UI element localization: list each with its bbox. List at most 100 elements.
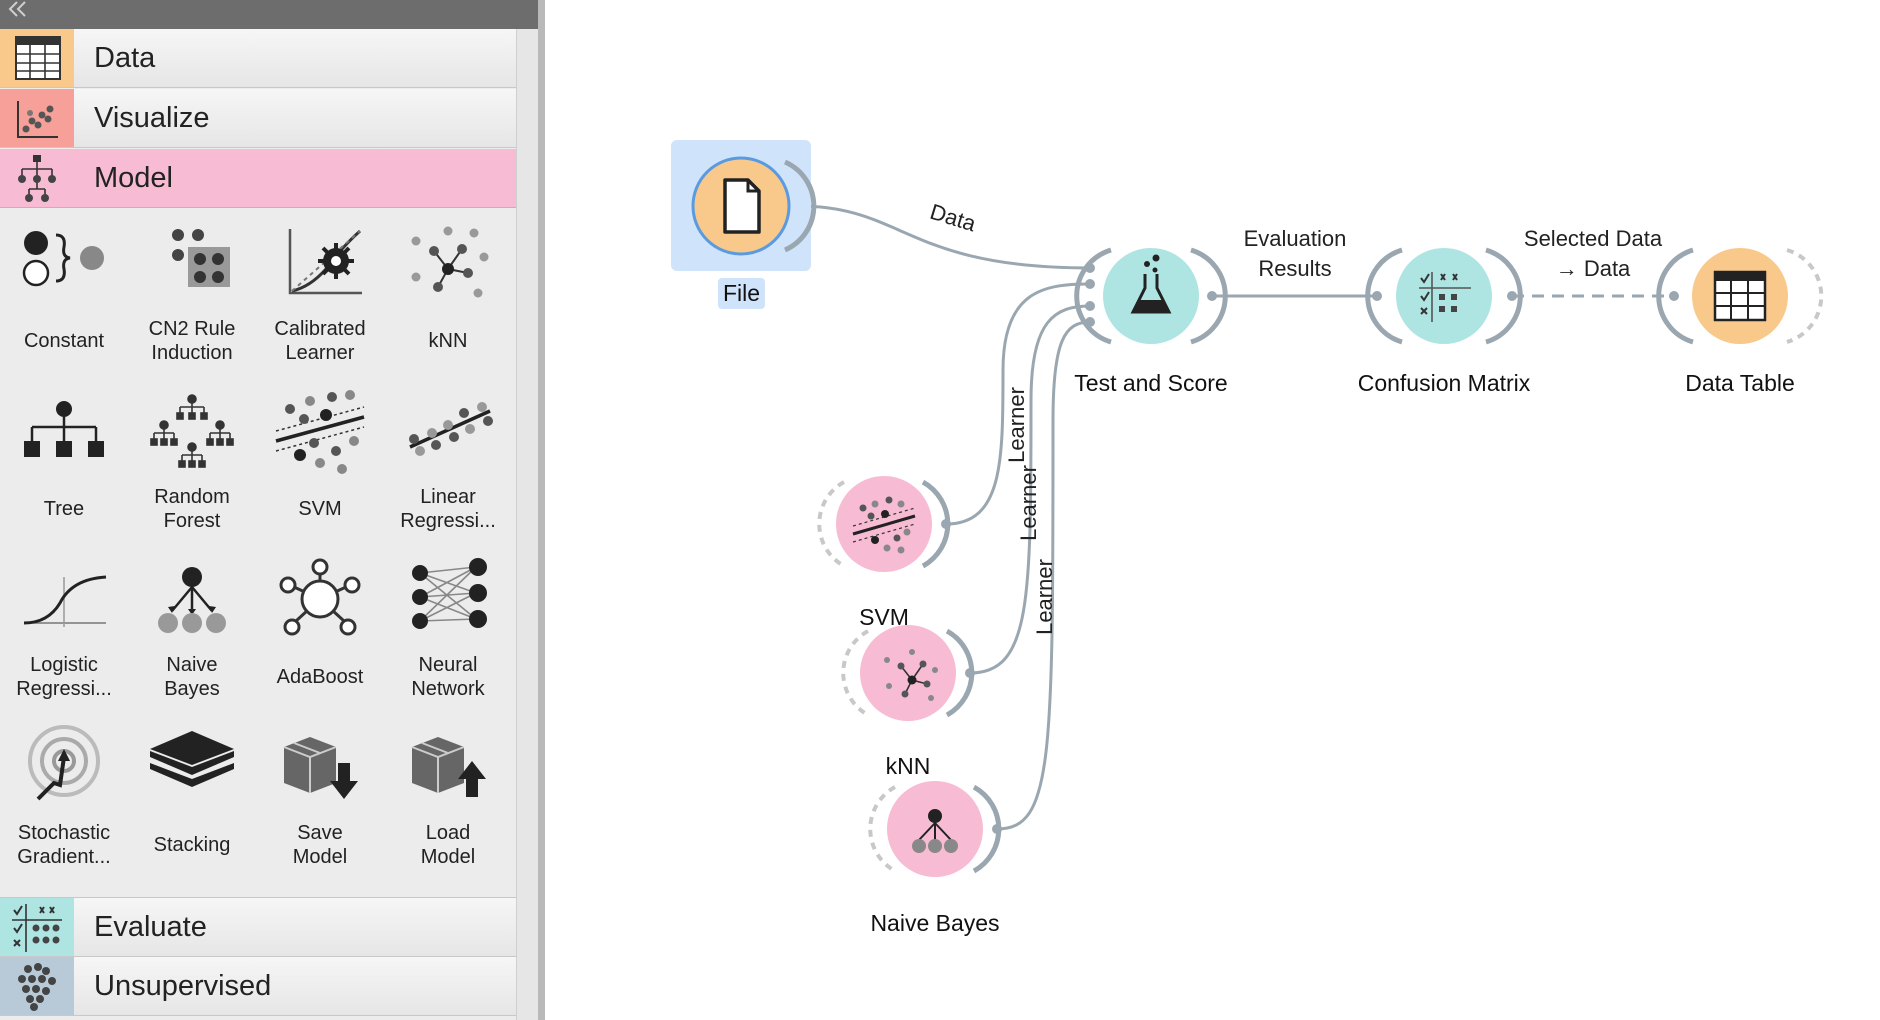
node-naive-bayes[interactable]	[868, 781, 1002, 877]
link-label-evaluation-results: Evaluation Results	[1225, 224, 1365, 284]
calibrated-learner-icon	[288, 229, 362, 295]
category-evaluate[interactable]: Evaluate	[0, 897, 516, 957]
node-label-confusion-matrix: Confusion Matrix	[1357, 370, 1531, 396]
category-label-evaluate: Evaluate	[94, 911, 207, 943]
naive-bayes-icon	[158, 567, 226, 633]
category-visualize[interactable]: Visualize	[0, 89, 516, 148]
node-file[interactable]	[671, 140, 817, 271]
load-model-icon	[411, 737, 486, 797]
node-confusion-matrix[interactable]	[1365, 247, 1523, 345]
linear-regression-icon	[409, 402, 493, 456]
evaluate-icon	[0, 898, 74, 956]
svm-icon	[852, 496, 916, 554]
node-label-svm: SVM	[859, 604, 909, 630]
save-model-icon	[283, 737, 358, 799]
model-tree-icon	[0, 149, 74, 207]
category-label-model: Model	[94, 162, 173, 194]
adaboost-icon	[279, 558, 361, 636]
node-label-knn: kNN	[885, 753, 931, 779]
file-icon	[723, 178, 761, 234]
node-label-data-table: Data Table	[1685, 370, 1795, 396]
tool-label: Stacking	[153, 834, 231, 856]
link-svm-test[interactable]	[945, 282, 1091, 526]
category-unsupervised[interactable]: Unsupervised	[0, 957, 516, 1016]
confusion-matrix-icon	[1419, 272, 1471, 322]
widget-toolbox: Data Visualize	[0, 0, 546, 1020]
tool-label: kNN	[428, 330, 468, 352]
workflow-canvas[interactable]: File Test and Score Confusion Matrix Dat…	[545, 0, 1880, 1020]
node-data-table[interactable]	[1656, 247, 1824, 345]
node-label-file: File	[718, 278, 766, 309]
knn-icon	[884, 649, 938, 701]
link-knn-test[interactable]	[969, 304, 1091, 675]
workflow-graph	[671, 140, 1824, 877]
link-label-selected-data: Selected Data → Data	[1513, 224, 1673, 284]
category-label-unsupervised: Unsupervised	[94, 970, 272, 1002]
link-label-learner-naive-bayes: Learner	[1032, 559, 1057, 635]
random-forest-icon	[150, 394, 234, 468]
link-label-line: Results	[1258, 256, 1332, 281]
category-label-data: Data	[94, 42, 156, 74]
svm-icon	[275, 390, 365, 474]
tool-constant[interactable]: Constant	[0, 209, 128, 377]
tool-adaboost[interactable]: AdaBoost	[256, 545, 384, 713]
node-knn[interactable]	[841, 625, 975, 721]
tool-knn[interactable]: kNN	[384, 209, 512, 377]
unsupervised-icon	[0, 957, 74, 1015]
table-icon	[0, 29, 74, 87]
link-label-line: → Data	[1555, 256, 1631, 281]
tool-label: AdaBoost	[276, 666, 364, 688]
scatter-icon	[0, 89, 74, 147]
sgd-icon	[28, 725, 100, 801]
knn-icon	[411, 226, 489, 298]
toolbox-body: Data Visualize	[0, 29, 516, 1020]
logistic-regression-icon	[23, 575, 107, 627]
tool-tree[interactable]: Tree	[0, 377, 128, 545]
category-label-visualize: Visualize	[94, 102, 210, 134]
stacking-icon	[150, 731, 234, 787]
category-model[interactable]: Model	[0, 149, 516, 208]
tool-stacking[interactable]: Stacking	[128, 713, 256, 881]
table-icon	[1713, 270, 1767, 322]
link-file-test[interactable]	[797, 204, 1091, 270]
node-test-and-score[interactable]	[1074, 247, 1228, 345]
splitter-handle[interactable]	[538, 0, 545, 1020]
tool-svm[interactable]: SVM	[256, 377, 384, 545]
flask-icon	[1130, 254, 1172, 314]
collapse-double-chevron-icon[interactable]	[5, 0, 31, 18]
tool-label: Constant	[23, 330, 105, 352]
category-data[interactable]: Data	[0, 29, 516, 88]
node-svm[interactable]	[817, 476, 951, 572]
neural-network-icon	[412, 558, 487, 629]
node-label-test-and-score: Test and Score	[1074, 370, 1228, 396]
cn2-rule-icon	[172, 229, 230, 287]
link-nb-test[interactable]	[996, 320, 1091, 831]
constant-icon	[22, 231, 104, 287]
link-label-line: Selected Data	[1523, 226, 1663, 251]
tool-label: Tree	[43, 498, 85, 520]
tool-label: SVM	[298, 498, 342, 520]
naive-bayes-icon	[912, 809, 958, 853]
link-label-learner-knn: Learner	[1016, 465, 1041, 541]
